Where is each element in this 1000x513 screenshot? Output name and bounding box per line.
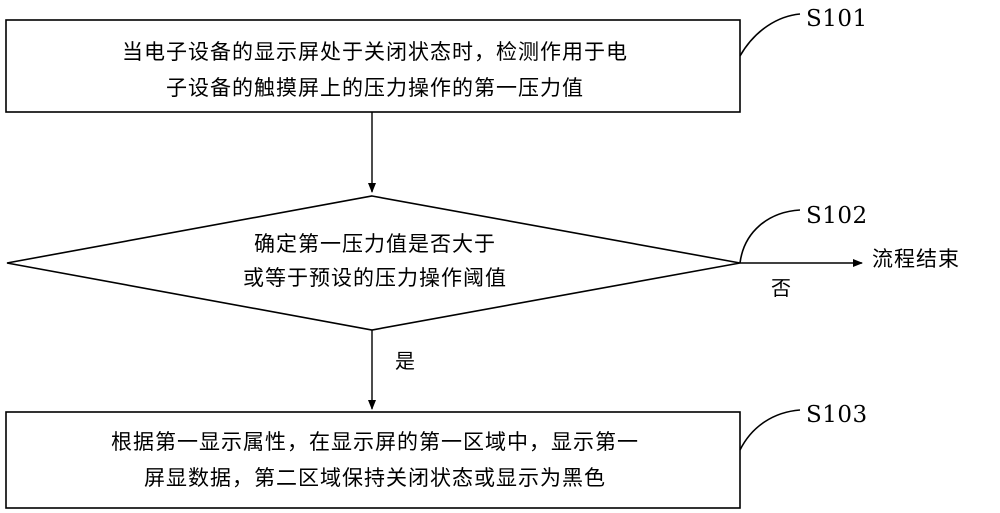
- step-label-s101: S101: [806, 6, 868, 32]
- edge-label-yes: 是: [395, 349, 415, 373]
- process-box-s101: [5, 19, 741, 113]
- step-label-s103: S103: [806, 402, 868, 428]
- leader-line-s103: [739, 409, 801, 451]
- decision-diamond-s102: [6, 195, 741, 331]
- edge-label-no: 否: [771, 276, 791, 300]
- leader-line-s102: [739, 209, 801, 264]
- process-box-s103: [5, 411, 741, 509]
- leader-line-s101: [739, 13, 801, 57]
- terminator-label-process-end: 流程结束: [872, 247, 960, 271]
- step-label-s102: S102: [806, 203, 868, 229]
